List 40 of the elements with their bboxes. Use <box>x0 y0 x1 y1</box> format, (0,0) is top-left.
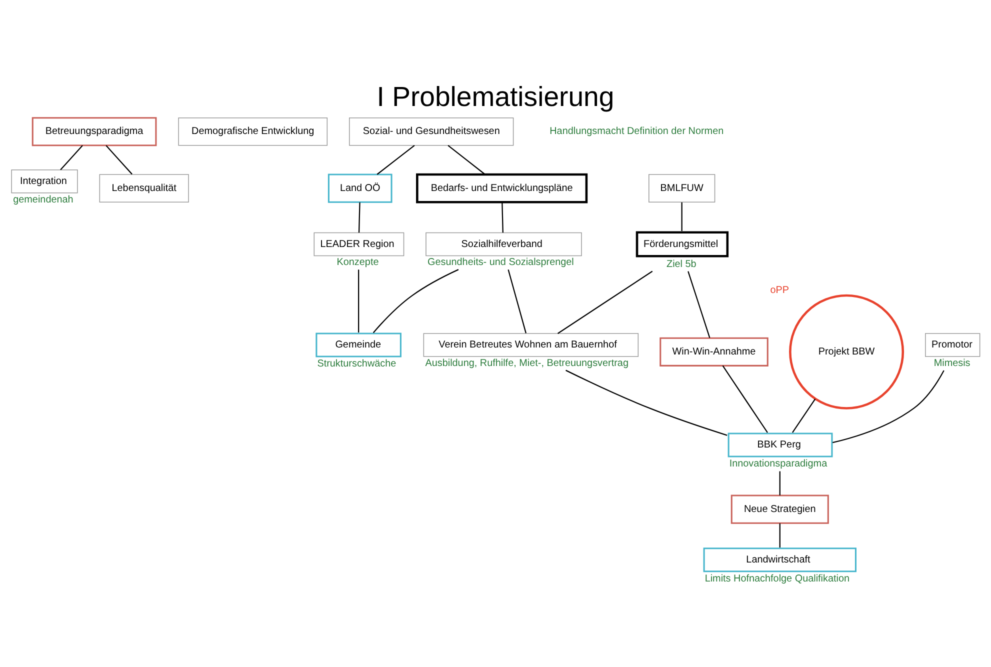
connector <box>779 471 780 496</box>
node-box: Land OÖ <box>328 174 392 203</box>
connector <box>358 202 360 233</box>
node-label: Mimesis <box>934 358 970 369</box>
connector <box>358 270 360 333</box>
node-box: Win-Win-Annahme <box>660 337 768 366</box>
node-box: Neue Strategien <box>730 494 829 524</box>
connector <box>376 145 415 175</box>
node-label: Gesundheits- und Sozialsprengel <box>428 257 574 268</box>
connector <box>502 202 504 233</box>
connector <box>372 269 459 334</box>
connector <box>448 145 486 175</box>
node-box: Lebensqualität <box>99 174 189 202</box>
node-label: gemeindenah <box>13 194 74 206</box>
node-box: Bedarfs- und Entwicklungspläne <box>416 173 588 204</box>
node-box: Sozial- und Gesundheitswesen <box>349 117 514 146</box>
connector <box>566 370 728 436</box>
connector <box>832 370 944 444</box>
connector <box>60 145 83 170</box>
node-box: Betreuungsparadigma <box>32 117 157 146</box>
node-label: oPP <box>770 284 790 296</box>
connector <box>792 398 816 433</box>
node-label: Ziel 5b <box>666 258 696 270</box>
connector <box>106 145 132 175</box>
node-label: Konzepte <box>336 257 379 268</box>
connector <box>557 270 653 334</box>
connector <box>779 523 780 548</box>
node-label: Innovationsparadigma <box>729 458 828 470</box>
connector <box>722 365 768 433</box>
connector <box>508 269 526 334</box>
label: Handlungsmacht Definition der Normen <box>550 126 724 138</box>
node-label: Limits Hofnachfolge Qualifikation <box>704 574 850 585</box>
connector <box>681 202 682 232</box>
diagram-title: I Problematisierung <box>376 81 614 112</box>
node-box: BMLFUW <box>648 174 716 202</box>
connector <box>688 271 710 338</box>
node-circle: Projekt BBW <box>789 294 904 410</box>
node-label: Strukturschwäche <box>317 358 396 370</box>
node-box: Demografische Entwicklung <box>178 117 328 146</box>
node-label: Ausbildung, Rufhilfe, Miet-, Betreuungsvertrag <box>425 358 628 369</box>
